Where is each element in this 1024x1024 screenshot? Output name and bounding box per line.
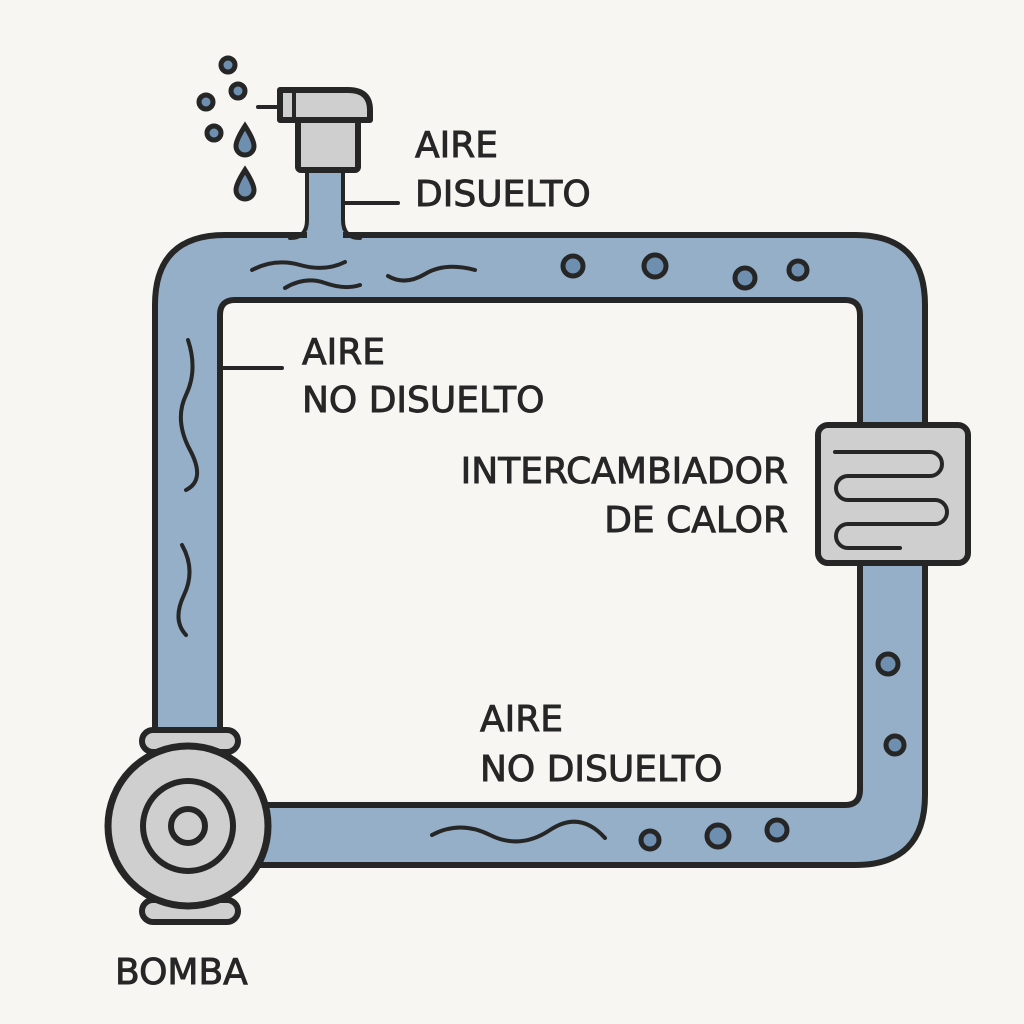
label-hx-1: INTERCAMBIADOR bbox=[461, 451, 788, 492]
undissolved-air-waves bbox=[176, 260, 607, 844]
label-left-1: AIRE bbox=[302, 332, 385, 373]
pump-icon bbox=[104, 727, 272, 925]
pipe-loop bbox=[152, 232, 928, 868]
label-vent-1: AIRE bbox=[415, 125, 498, 166]
heat-exchanger-icon bbox=[815, 422, 971, 566]
label-bottom-2: NO DISUELTO bbox=[480, 749, 722, 790]
water-drop-icon bbox=[233, 121, 257, 202]
label-left-2: NO DISUELTO bbox=[302, 380, 544, 421]
label-hx-2: DE CALOR bbox=[604, 500, 788, 541]
label-pump: BOMBA bbox=[115, 952, 248, 993]
escaping-air-bubbles bbox=[196, 55, 248, 143]
label-vent-2: DISUELTO bbox=[415, 174, 591, 215]
label-bottom-1: AIRE bbox=[480, 699, 563, 740]
air-vent-icon bbox=[256, 87, 373, 245]
air-bubble-icon bbox=[560, 252, 907, 852]
